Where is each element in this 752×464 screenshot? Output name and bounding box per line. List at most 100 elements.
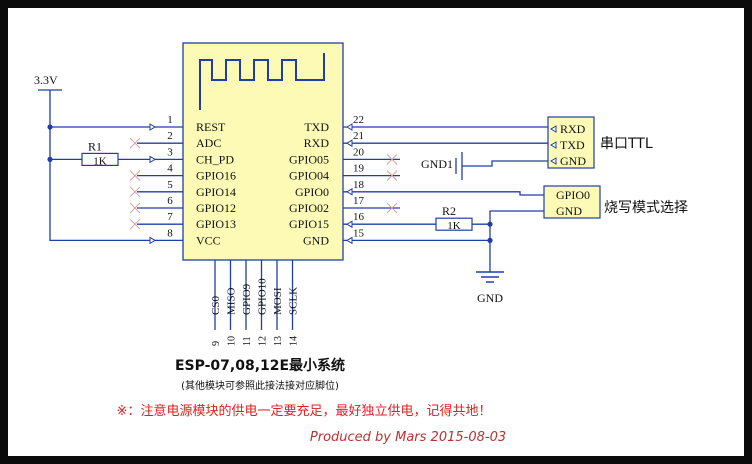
program-gnd-wire (489, 210, 544, 225)
bottom-pin-number: 13 (273, 336, 284, 346)
right-pin-number: 21 (353, 130, 364, 142)
serial-connector-caption: 串口TTL (600, 136, 653, 152)
serial-connector-pin: TXD (560, 138, 585, 152)
no-connect-stroke (386, 202, 398, 214)
bottom-pin-name: MOSI (272, 287, 284, 315)
gpio0-wire (400, 191, 544, 196)
program-connector-body (543, 185, 601, 219)
bottom-pin-number: 9 (211, 341, 222, 346)
right-pin-number: 16 (353, 211, 365, 223)
bottom-pin-number: 11 (242, 336, 253, 346)
no-connect-stroke (386, 154, 398, 165)
left-pin-number: 4 (167, 163, 173, 175)
left-pin-name: CH_PD (196, 152, 234, 166)
junction-dot-chpd (47, 156, 53, 162)
left-no-connect-mark (129, 137, 141, 149)
right-pin-name: GPIO0 (295, 185, 329, 199)
r2-ref: R2 (442, 204, 456, 218)
right-pin-name: GND (303, 233, 329, 247)
program-connector-pin: GPIO0 (556, 188, 590, 202)
right-pin-name: RXD (304, 136, 330, 150)
right-no-connect-mark (386, 170, 398, 181)
left-no-connect-mark (129, 202, 141, 214)
diagram-title: ESP-07,08,12E最小系统 (175, 357, 345, 374)
warning-note: ※：注意电源模块的供电一定要充足，最好独立供电，记得共地！ (117, 403, 492, 419)
bottom-pin-number: 14 (289, 336, 300, 346)
left-pin-number: 3 (167, 146, 173, 158)
no-connect-stroke (386, 170, 398, 181)
r1-ref: R1 (88, 139, 102, 153)
bottom-pin-name: MISO (226, 287, 238, 315)
gpio0-arrow (346, 187, 353, 196)
r1-body (81, 152, 119, 166)
right-pin-name: TXD (304, 120, 329, 134)
left-pin-number: 5 (167, 179, 173, 191)
serial-connector-arrow (550, 157, 557, 165)
junction-dot-gnd (487, 237, 493, 243)
left-no-connect-mark (129, 218, 141, 230)
no-connect-stroke (129, 186, 141, 198)
right-pin-name: GPIO04 (289, 169, 329, 183)
bottom-pin-number: 10 (227, 336, 238, 346)
right-no-connect-mark (386, 154, 398, 165)
left-pin-name: GPIO12 (196, 201, 236, 215)
wires (49, 90, 548, 330)
vcc-rail-wire (49, 90, 137, 242)
left-pin-number: 6 (167, 195, 173, 207)
no-connect-stroke (129, 170, 141, 181)
right-pin-number: 19 (353, 163, 365, 175)
right-pin-name: GPIO02 (289, 201, 329, 215)
bottom-pin-name: CS0 (210, 296, 222, 315)
serial-connector-pin: RXD (560, 122, 586, 136)
txd-arrow (346, 123, 353, 131)
right-no-connect-mark (386, 202, 398, 214)
junction-dot-rest (47, 124, 53, 130)
bottom-pin-name: GPIO9 (241, 283, 253, 315)
program-connector-caption: 烧写模式选择 (604, 200, 688, 216)
no-connect-stroke (129, 202, 141, 214)
serial-connector-arrow (550, 125, 557, 133)
left-pin-name: GPIO13 (196, 217, 236, 231)
bottom-pin-number: 12 (258, 336, 269, 346)
parts (38, 42, 601, 283)
right-pin-name: GPIO05 (289, 152, 329, 166)
bottom-pin-name: SCLK (288, 287, 300, 315)
right-pin-number: 22 (353, 114, 364, 126)
gnd1-label: GND1 (421, 157, 453, 171)
left-pin-name: ADC (196, 136, 221, 150)
junction-dot-r2 (487, 221, 493, 227)
r2-value: 1K (447, 220, 461, 232)
right-pin-number: 17 (353, 195, 365, 207)
no-connect-stroke (129, 218, 141, 230)
paper-background (8, 8, 744, 456)
right-pin-number: 18 (353, 179, 365, 191)
left-no-connect-mark (129, 186, 141, 198)
serial-connector-pin: GND (560, 154, 586, 168)
right-pin-number: 15 (353, 227, 365, 239)
serial-connector-arrow (550, 141, 557, 149)
gnd1-wire (462, 160, 548, 167)
program-connector-pin: GND (556, 204, 582, 218)
bottom-pin-name: GPIO10 (257, 278, 269, 315)
right-pin-name: GPIO15 (289, 217, 329, 231)
r1-value: 1K (93, 155, 107, 167)
no-connect-stroke (129, 137, 141, 149)
power-label: 3.3V (34, 73, 58, 87)
left-pin-number: 7 (167, 211, 173, 223)
left-pin-arrow (149, 155, 156, 164)
right-pin-number: 20 (353, 146, 365, 158)
left-pin-number: 2 (167, 130, 173, 142)
rxd-arrow (346, 139, 353, 148)
r2-body (435, 217, 473, 231)
credit-line: Produced by Mars 2015-08-03 (310, 430, 506, 445)
left-pin-arrow (149, 236, 156, 245)
left-pin-name: REST (196, 120, 226, 134)
gnd-arrow (346, 236, 353, 245)
left-pin-name: GPIO16 (196, 169, 236, 183)
gnd-label: GND (477, 291, 503, 305)
left-pin-arrow (149, 123, 156, 131)
antenna-trace (199, 53, 325, 110)
left-no-connect-mark (129, 170, 141, 181)
